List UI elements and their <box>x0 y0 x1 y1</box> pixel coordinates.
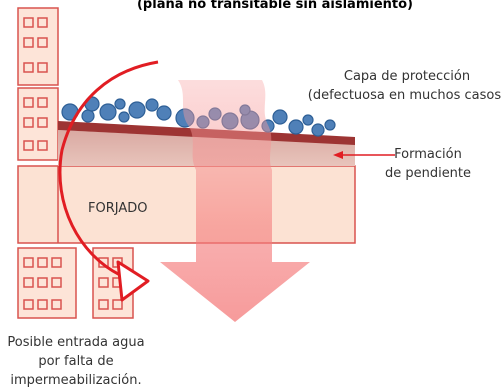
water-entry-arrow <box>58 60 159 302</box>
protection-label-line1: Capa de protección <box>344 69 470 84</box>
diagram-title: (plana no transitable sin aislamiento) <box>137 0 413 12</box>
slope-label-line2: de pendiente <box>385 166 471 181</box>
upper-windows <box>23 17 48 151</box>
slope-pointer-arrowhead-icon <box>333 151 343 159</box>
water-label-line2: por falta de <box>38 354 113 369</box>
protection-label-line2: (defectuosa en muchos casos) <box>308 88 501 103</box>
slope-label-line1: Formación <box>394 147 462 162</box>
arrowhead-icon <box>116 260 150 302</box>
big-downward-arrow <box>160 80 310 322</box>
slab-label: FORJADO <box>88 201 147 216</box>
lower-building-wall <box>17 247 134 319</box>
water-label-line1: Posible entrada agua <box>7 335 144 350</box>
water-label-line3: impermeabilización. <box>10 373 141 387</box>
upper-building-wall <box>17 7 59 161</box>
slab-forjado <box>17 165 356 244</box>
